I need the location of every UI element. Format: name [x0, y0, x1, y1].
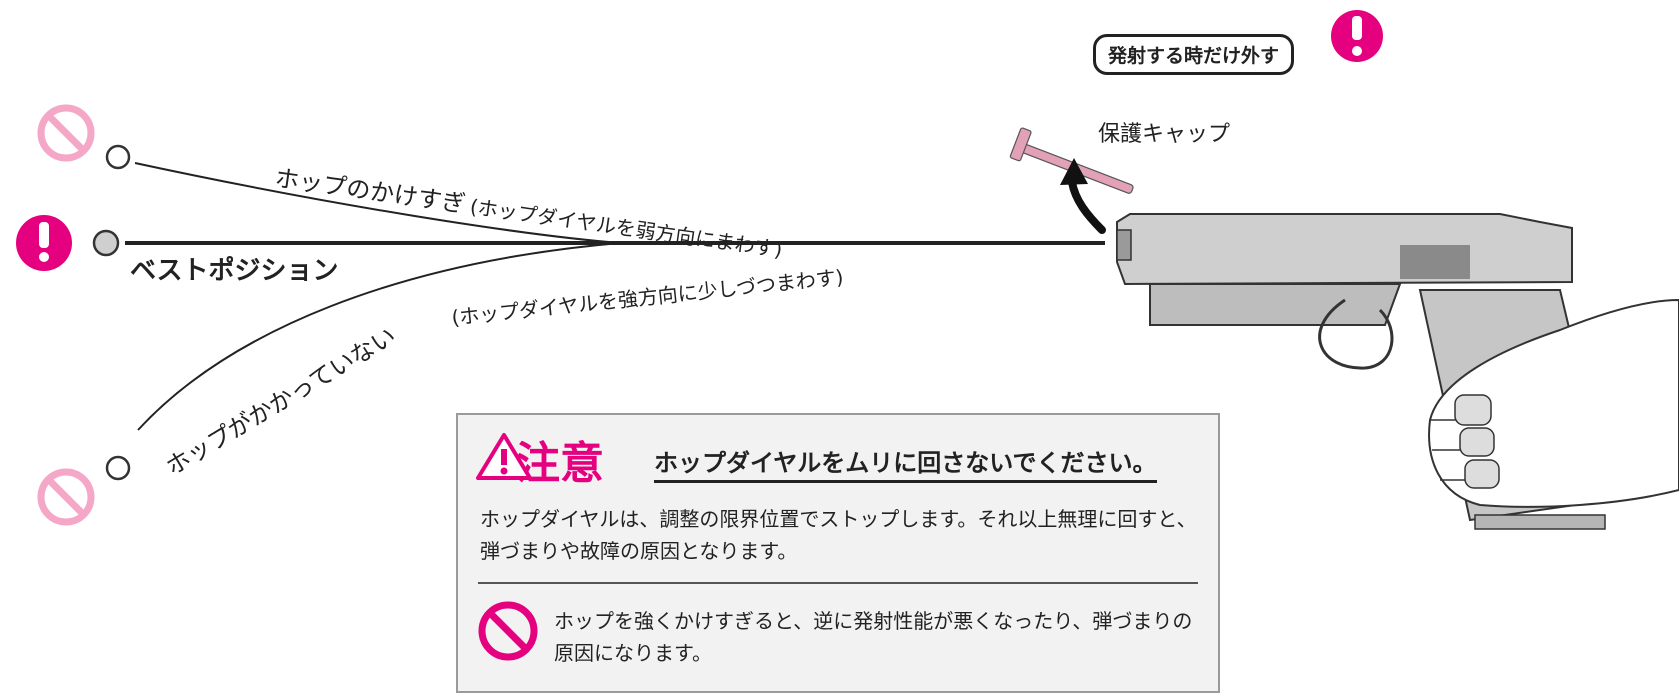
prohibited-icon [37, 104, 95, 162]
trajectory-over [134, 162, 621, 244]
notice-body: ホップダイヤルは、調整の限界位置でストップします。それ以上無理に回すと、弾づまり… [480, 507, 1197, 563]
notice-divider [478, 582, 1198, 584]
trajectory-under [137, 242, 621, 431]
pistol-illustration [1116, 213, 1679, 530]
badge-label: 発射する時だけ外す [1108, 45, 1280, 67]
prohibited-icon [37, 468, 95, 526]
curved-arrow-icon [1060, 158, 1106, 234]
label-best: ベストポジション [130, 256, 339, 286]
notice-warning: ホップを強くかけすぎると、逆に発射性能が悪くなったり、弾づまりの原因になります。 [554, 609, 1193, 665]
exclamation-icon [16, 215, 72, 271]
cap-label: 保護キャップ [1098, 122, 1231, 147]
caution-notice: 注意 ホップダイヤルをムリに回さないでください。 ホップダイヤルは、調整の限界位… [456, 413, 1220, 693]
notice-heading: ホップダイヤルをムリに回さないでください。 [654, 443, 1157, 483]
notice-title: 注意 [516, 438, 604, 489]
target-under-marker [105, 455, 131, 481]
remove-before-firing-badge: 発射する時だけ外す [1093, 34, 1295, 75]
exclamation-icon [1331, 10, 1383, 62]
target-best-marker [92, 229, 120, 257]
target-over-marker [105, 144, 131, 170]
